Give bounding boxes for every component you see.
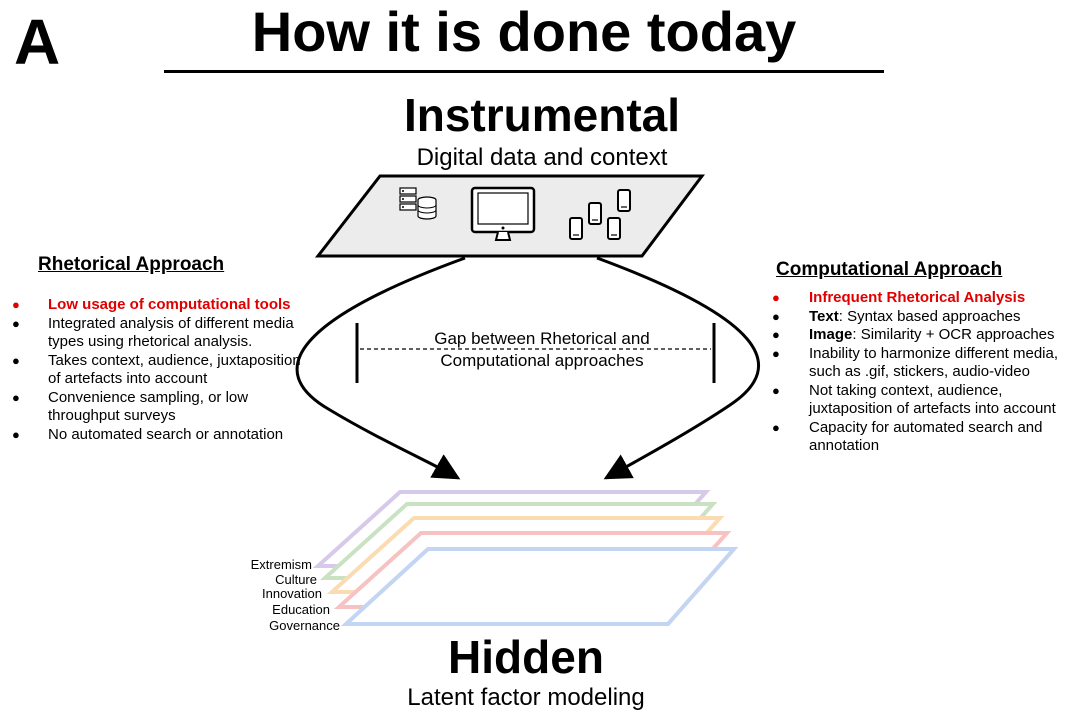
hidden-title: Hidden [448,631,604,683]
computational-item-bold: Text [809,307,839,325]
rhetorical-item-text: Low usage of computational tools [48,296,291,313]
computational-heading: Computational Approach [776,259,1003,280]
computational-item-text: : Syntax based approaches [838,307,1021,325]
layer-label-education: Education [272,602,330,617]
bullet-dot-icon: ● [772,419,780,435]
bullet-dot-icon: ● [12,426,20,442]
list-item: ● No automated search or annotation [12,426,312,445]
instrumental-title: Instrumental [403,89,681,141]
title-underline [164,70,884,73]
list-item: ● Infrequent Rhetorical Analysis [772,289,1072,308]
bullet-dot-icon: ● [772,327,780,342]
bullet-dot-icon: ● [12,297,20,312]
right-flow-arrow [596,256,760,480]
bullet-dot-icon: ● [772,382,780,398]
bullet-dot-icon: ● [772,345,780,361]
bullet-dot-icon: ● [12,389,20,405]
list-item: ● Image: Similarity + OCR approaches [772,326,1072,345]
gap-label: Gap between Rhetorical and Computational… [434,329,650,370]
layer-label-governance: Governance [269,618,340,633]
server-database-icon [399,187,437,220]
list-item: ● Text: Syntax based approaches [772,308,1072,327]
layer-label-innovation: Innovation [262,586,322,601]
desktop-monitor-icon [470,186,536,241]
rhetorical-item-text: Takes context, audience, juxtaposition o… [48,351,301,388]
bullet-dot-icon: ● [772,290,780,305]
list-item: ● Inability to harmonize different media,… [772,345,1072,382]
list-item: ● Takes context, audience, juxtaposition … [12,352,312,389]
list-item: ● Convenience sampling, or low throughput… [12,389,312,426]
layer-label-extremism: Extremism [250,557,312,572]
layer-plane-governance [340,547,739,626]
list-item: ● Not taking context, audience, juxtaposi… [772,382,1072,419]
computational-item-text: Infrequent Rhetorical Analysis [809,289,1026,306]
layer-label-culture: Culture [275,572,317,587]
hidden-subtitle: Latent factor modeling [407,684,645,711]
computational-item-text: : Similarity + OCR approaches [852,326,1055,343]
panel-letter: A [14,6,61,78]
rhetorical-item-text: No automated search or annotation [48,425,284,443]
left-flow-arrow [295,256,466,480]
computational-item-bold: Image [809,326,853,343]
bullet-dot-icon: ● [12,352,20,368]
bullet-dot-icon: ● [772,308,780,324]
instrumental-subtitle: Digital data and context [416,144,668,171]
list-item: ● Low usage of computational tools [12,296,312,315]
computational-item-text: Inability to harmonize different media, … [809,344,1059,381]
list-item: ● Integrated analysis of different media … [12,315,312,352]
computational-list: ●Infrequent Rhetorical Analysis ●Text: S… [772,289,1072,456]
page-title: How it is done today [251,0,797,63]
rhetorical-heading: Rhetorical Approach [38,254,225,275]
bullet-dot-icon: ● [12,315,20,331]
rhetorical-item-text: Integrated analysis of different media t… [48,314,294,351]
rhetorical-list: ● Low usage of computational tools ● Integ… [12,296,312,444]
computational-item-text: Not taking context, audience, juxtaposit… [809,381,1056,418]
list-item: ● Capacity for automated search and annot… [772,419,1072,456]
mobile-devices-icon [569,189,631,240]
computational-item-text: Capacity for automated search and annota… [809,418,1043,455]
rhetorical-item-text: Convenience sampling, or low throughput … [48,388,249,425]
